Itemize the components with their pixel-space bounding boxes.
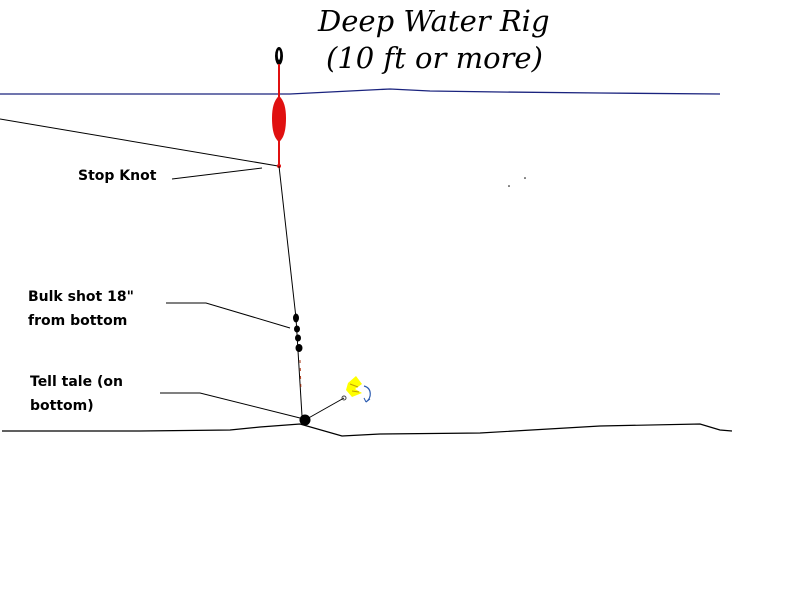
bait-icon [341,376,371,403]
bulk-shot-pointer [166,302,291,329]
tell-tale-text-line2: bottom) [30,398,94,414]
diagram-title: Deep Water Rig [318,4,550,38]
float-body-icon [272,96,286,142]
bulk-shot-icon [293,313,303,352]
stop-knot-text: Stop Knot [78,168,157,184]
tell-tale-pointer [160,392,301,419]
bulk-shot-text-line1: Bulk shot 18" [28,289,134,305]
stop-knot-label: Stop Knot [78,164,156,188]
bulk-shot-text-line2: from bottom [28,313,128,329]
stop-knot-pointer [171,167,263,180]
tell-tale-text-line1: Tell tale (on [30,374,123,390]
diagram-subtitle: (10 ft or more) [326,41,543,75]
hook-length-line [304,397,345,421]
main-line-down [278,165,303,417]
bulk-shot-label: Bulk shot 18" from bottom [28,285,134,333]
bottom-line [2,423,733,437]
tell-tale-label: Tell tale (on bottom) [30,370,123,418]
water-surface-line [0,88,721,95]
main-line-to-rod [0,118,279,167]
